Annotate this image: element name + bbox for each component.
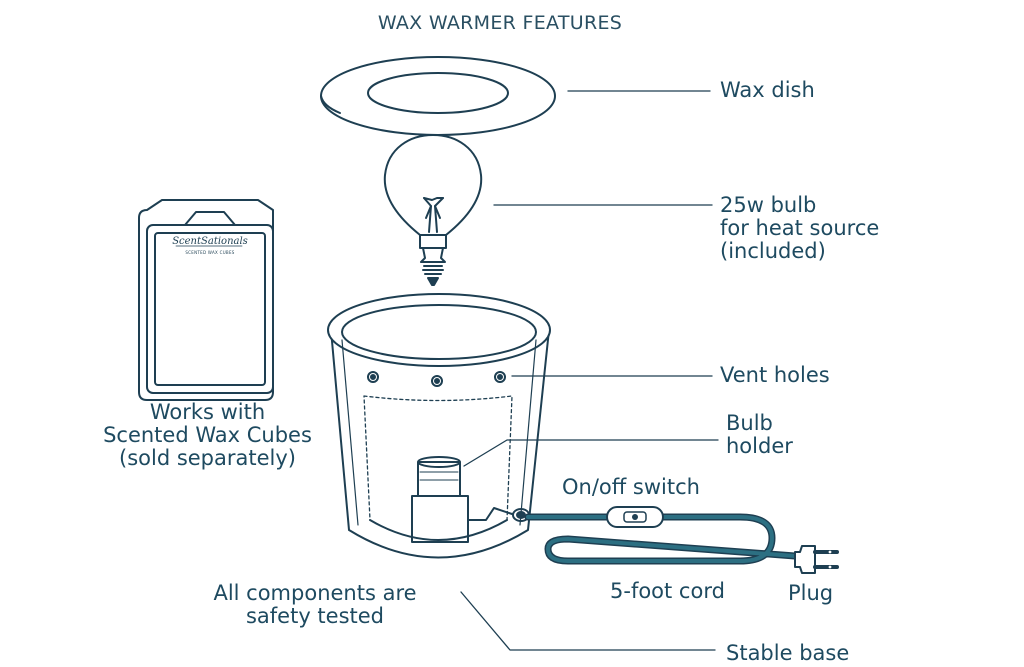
label-switch: On/off switch [562, 475, 700, 499]
label-vent-holes: Vent holes [720, 363, 830, 387]
label-bulb-holder: Bulb holder [726, 411, 793, 458]
wax-dish-illustration [320, 56, 556, 136]
label-cord: 5-foot cord [610, 579, 725, 603]
label-works-with: Works with Scented Wax Cubes (sold separ… [103, 400, 312, 470]
leader-lines [460, 90, 719, 651]
package-brand: ScentSationals [172, 236, 248, 247]
wax-package-illustration [138, 199, 274, 401]
label-base: Stable base [726, 641, 850, 665]
label-wax-dish: Wax dish [720, 78, 815, 102]
diagram-title: WAX WARMER FEATURES [377, 12, 623, 34]
label-plug: Plug [788, 581, 834, 605]
plug-illustration [794, 545, 839, 574]
warmer-body-illustration [327, 293, 551, 559]
switch-illustration [606, 506, 664, 528]
bulb-illustration [383, 134, 483, 286]
cord-illustration [524, 506, 839, 574]
label-safety: All components are safety tested [213, 581, 417, 628]
package-subtitle: SCENTED WAX CUBES [185, 250, 235, 255]
label-bulb: 25w bulb for heat source (included) [720, 193, 880, 263]
